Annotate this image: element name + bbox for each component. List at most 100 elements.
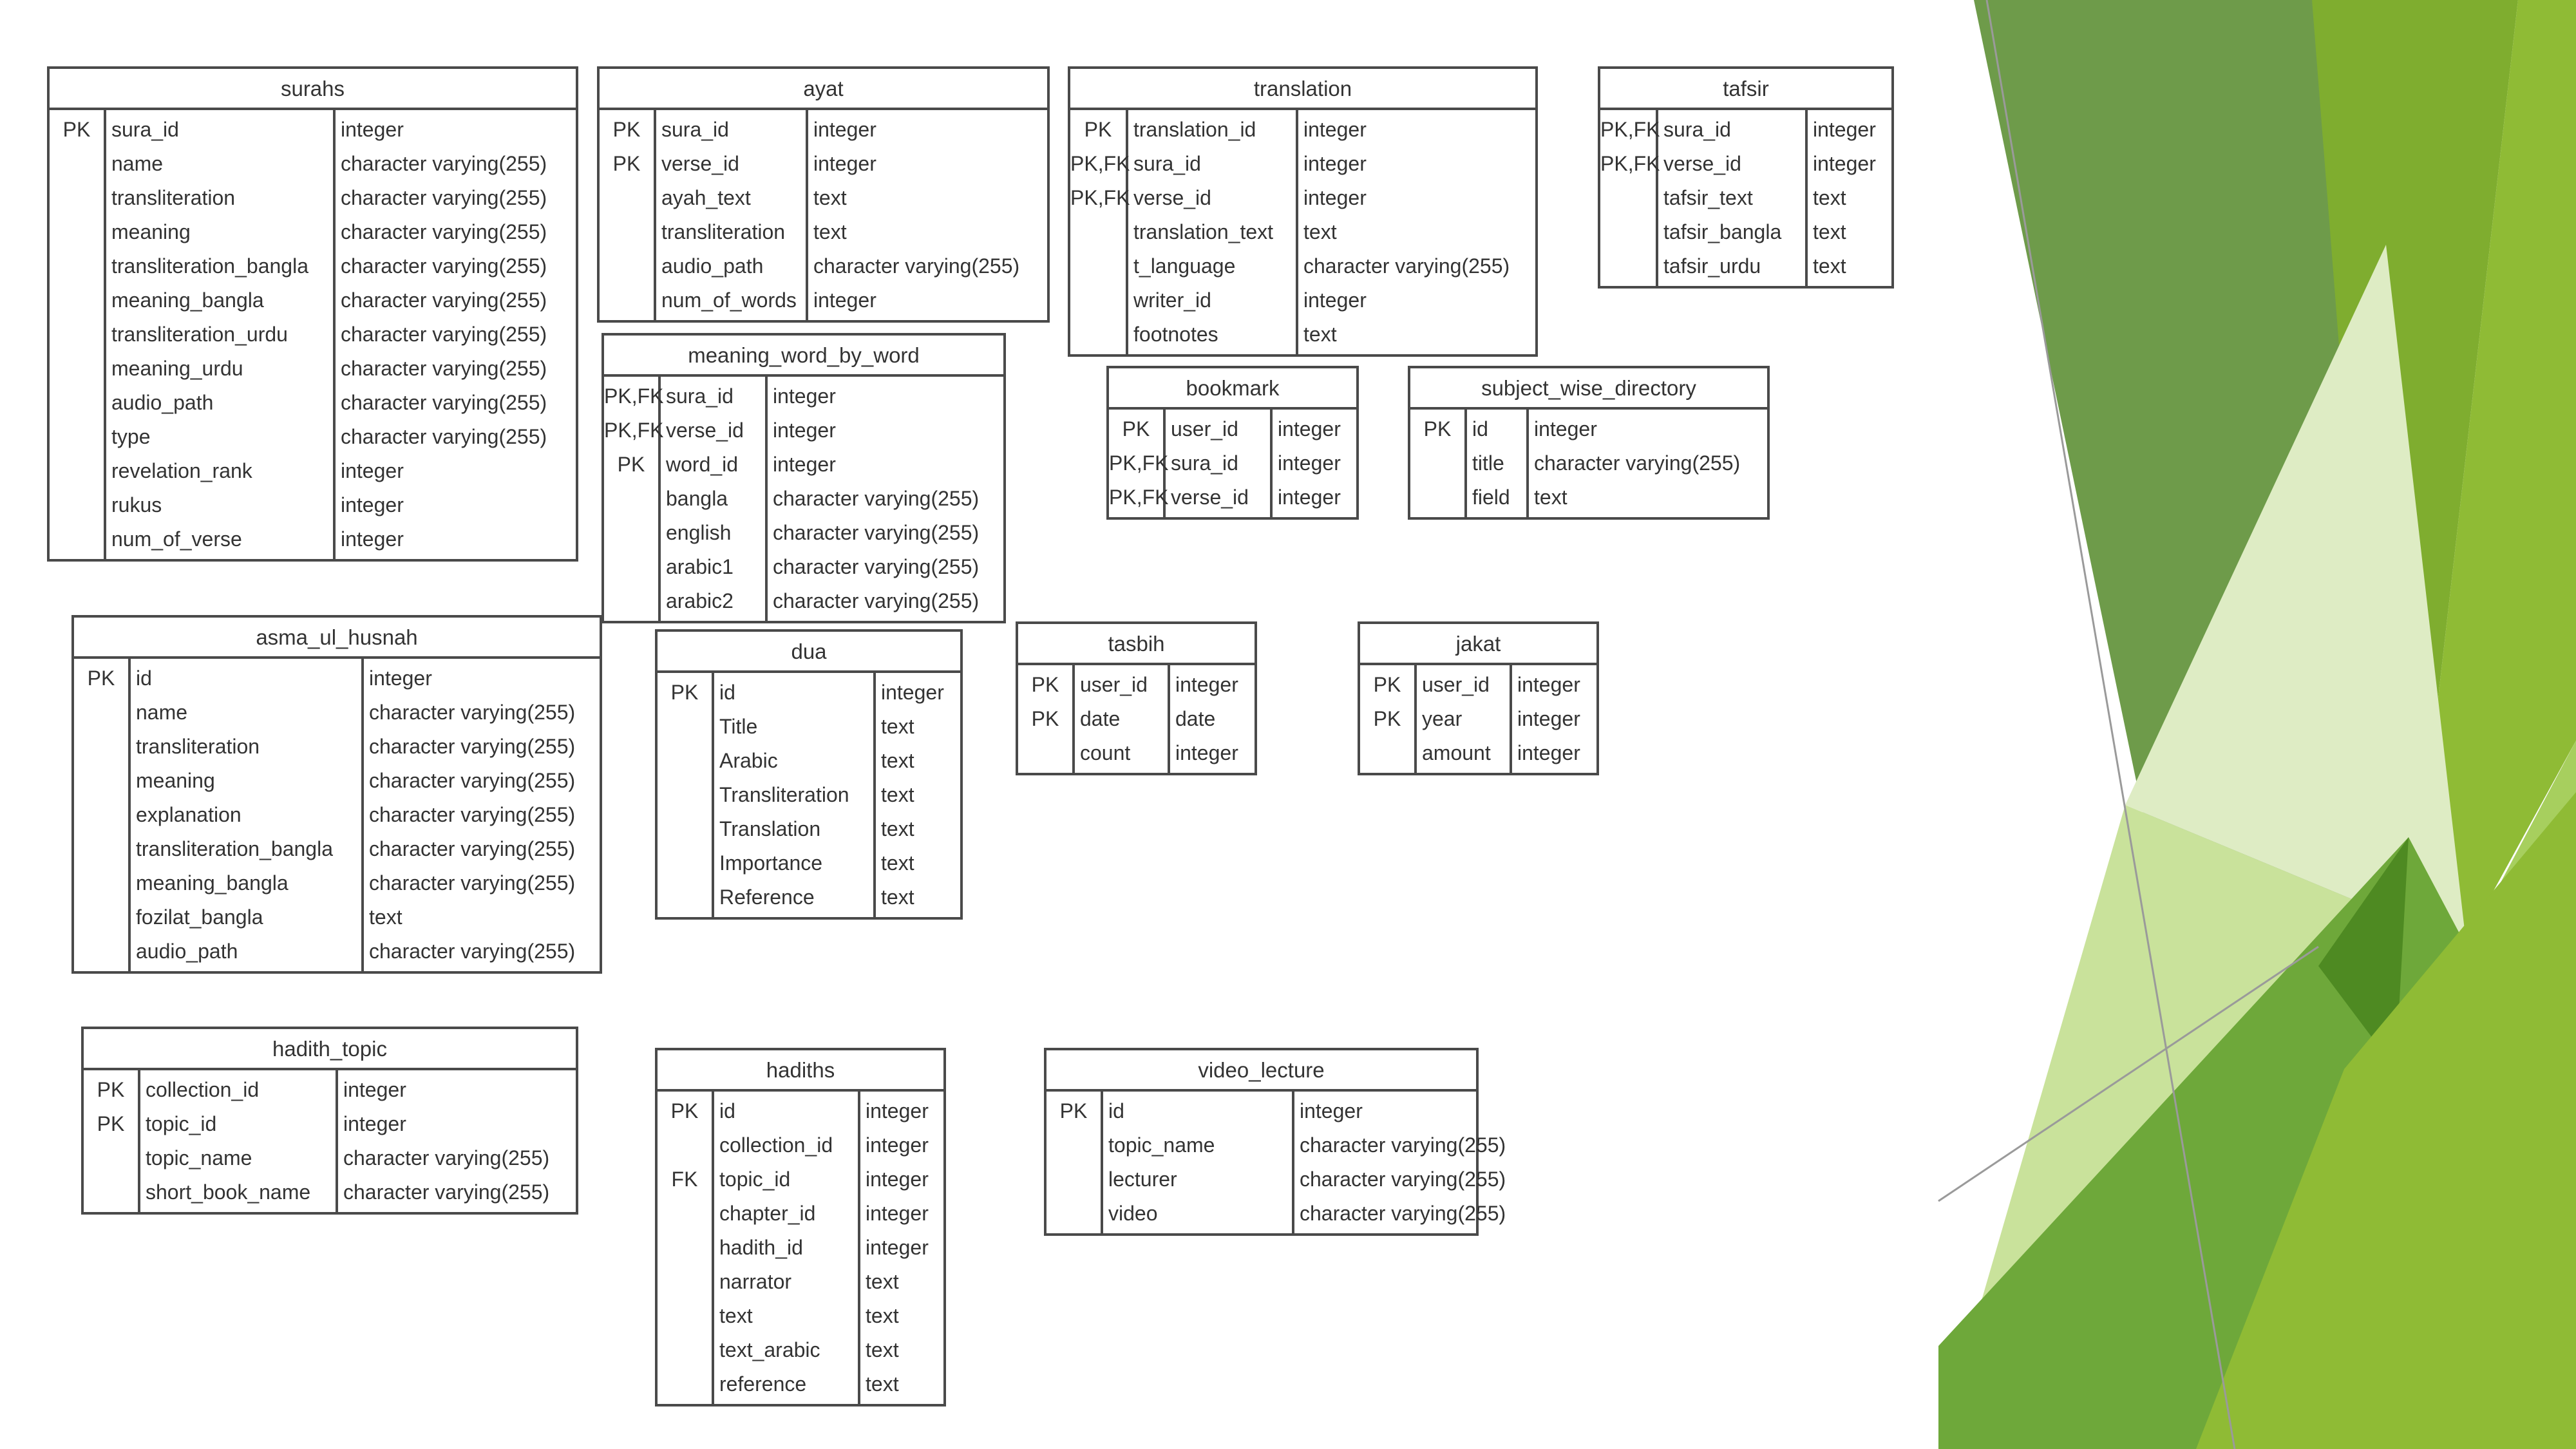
attribute-type: text <box>1813 254 1846 278</box>
key-column-divider <box>128 659 131 971</box>
key-column-divider <box>1072 665 1075 773</box>
attribute-type: date <box>1175 707 1216 730</box>
type-column-divider <box>1805 110 1808 286</box>
attribute-name: Arabic <box>719 749 778 772</box>
attribute-name: count <box>1080 741 1131 764</box>
entity-title: bookmark <box>1109 368 1356 410</box>
type-column-divider <box>361 659 364 971</box>
attribute-type: integer <box>866 1168 929 1191</box>
type-column-divider <box>873 673 876 917</box>
key-column-divider <box>654 110 656 320</box>
attribute-type: character varying(255) <box>773 589 980 612</box>
attribute-type: integer <box>1278 417 1341 440</box>
attribute-name: Importance <box>719 851 823 875</box>
entity-title: meaning_word_by_word <box>604 336 1003 377</box>
key-marker: PK <box>1059 1099 1088 1122</box>
attribute-type: integer <box>813 152 876 175</box>
attribute-type: integer <box>341 493 404 516</box>
attribute-name: collection_id <box>146 1078 260 1101</box>
attribute-name: narrator <box>719 1270 792 1293</box>
key-marker: PK <box>62 118 91 141</box>
type-column-divider <box>333 110 336 559</box>
attribute-type: integer <box>773 453 836 476</box>
attribute-name: name <box>111 152 164 175</box>
attribute-name: tafsir_text <box>1663 186 1753 209</box>
attribute-name: text <box>719 1304 753 1327</box>
attribute-type: integer <box>1303 152 1367 175</box>
entity-title: tasbih <box>1018 624 1255 665</box>
attribute-name: ayah_text <box>661 186 751 209</box>
attribute-type: integer <box>343 1078 406 1101</box>
attribute-name: lecturer <box>1108 1168 1177 1191</box>
key-marker: PK <box>1373 707 1401 730</box>
attribute-name: explanation <box>136 803 242 826</box>
attribute-name: verse_id <box>661 152 739 175</box>
attribute-name: type <box>111 425 151 448</box>
attribute-type: integer <box>1534 417 1597 440</box>
attribute-type: text <box>813 220 847 243</box>
attribute-name: name <box>136 701 188 724</box>
attribute-type: character varying(255) <box>369 940 576 963</box>
attribute-type: character varying(255) <box>773 487 980 510</box>
key-marker: PK,FK <box>1600 118 1660 141</box>
attribute-name: topic_name <box>146 1146 252 1170</box>
entity-title: subject_wise_directory <box>1410 368 1767 410</box>
type-column-divider <box>765 377 768 621</box>
type-column-divider <box>806 110 808 320</box>
attribute-name: verse_id <box>666 419 744 442</box>
attribute-type: character varying(255) <box>343 1146 550 1170</box>
attribute-type: integer <box>1813 118 1876 141</box>
deco-shape-front-lime <box>2196 792 2576 1449</box>
attribute-type: text <box>1303 220 1337 243</box>
attribute-type: text <box>866 1304 899 1327</box>
key-marker: PK <box>1373 673 1401 696</box>
attribute-name: word_id <box>666 453 739 476</box>
attribute-name: sura_id <box>661 118 729 141</box>
attribute-name: Title <box>719 715 758 738</box>
type-column-divider <box>1510 665 1512 773</box>
key-marker: PK,FK <box>1070 152 1130 175</box>
attribute-name: id <box>719 1099 735 1122</box>
attribute-name: sura_id <box>1171 451 1238 475</box>
attribute-name: id <box>719 681 735 704</box>
attribute-name: Translation <box>719 817 821 840</box>
attribute-type: integer <box>1303 186 1367 209</box>
key-marker: PK <box>612 118 641 141</box>
attribute-type: text <box>881 783 914 806</box>
key-column-divider <box>1464 410 1467 517</box>
attribute-name: amount <box>1422 741 1491 764</box>
